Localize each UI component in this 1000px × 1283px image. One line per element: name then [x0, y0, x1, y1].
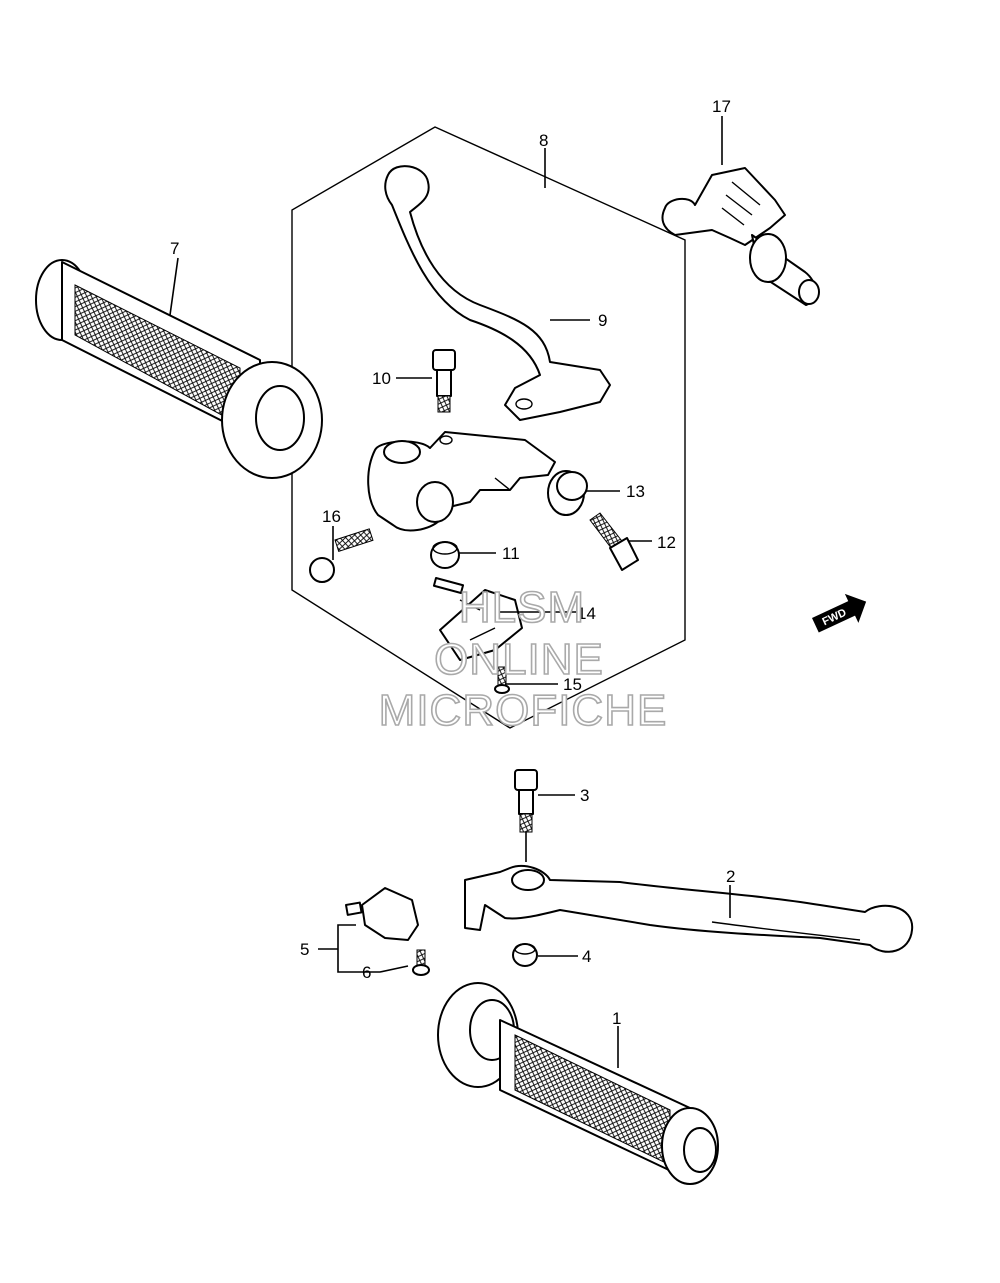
screw-6 — [412, 949, 430, 976]
callout-10: 10 — [372, 369, 391, 388]
adjuster-13 — [547, 470, 588, 516]
callout-15: 15 — [563, 675, 582, 694]
callout-7: 7 — [170, 239, 179, 258]
assembly-8-outline — [291, 126, 686, 729]
switch-14 — [432, 576, 523, 661]
watermark-line-2: ONLINE — [434, 635, 604, 684]
screw-15 — [494, 666, 510, 694]
hot-start-lever-17 — [661, 167, 820, 306]
clutch-lever-9 — [384, 165, 611, 421]
leader-lines — [169, 116, 731, 1068]
left-grip-7 — [35, 259, 323, 479]
callout-4: 4 — [582, 947, 591, 966]
callout-2: 2 — [726, 867, 735, 886]
callout-1: 1 — [612, 1009, 621, 1028]
callout-3: 3 — [580, 786, 589, 805]
right-grip-1 — [437, 982, 719, 1185]
bolt-16 — [309, 528, 374, 583]
nut-4 — [512, 943, 538, 967]
callout-16: 16 — [322, 507, 341, 526]
brake-switch-5 — [345, 887, 419, 941]
watermark: HLSM ONLINE MICROFICHE — [378, 582, 668, 736]
callout-12: 12 — [657, 533, 676, 552]
bolt-10 — [432, 349, 456, 413]
callout-13: 13 — [626, 482, 645, 501]
bolt-3 — [514, 769, 538, 862]
fwd-arrow-icon: FWD — [812, 593, 867, 633]
nut-11 — [430, 541, 460, 569]
adjuster-bolt-12 — [589, 512, 639, 571]
callout-labels: 1 2 3 4 5 6 7 8 9 10 11 12 13 14 15 16 1… — [170, 97, 735, 1028]
callout-5: 5 — [300, 940, 309, 959]
watermark-line-3: MICROFICHE — [379, 686, 668, 735]
watermark-line-1: HLSM — [459, 583, 585, 632]
brake-lever-2 — [464, 864, 914, 953]
callout-9: 9 — [598, 311, 607, 330]
callout-14: 14 — [577, 604, 596, 623]
callout-6: 6 — [362, 963, 371, 982]
lever-holder — [367, 431, 556, 532]
callout-8: 8 — [539, 131, 548, 150]
callout-17: 17 — [712, 97, 731, 116]
callout-11: 11 — [502, 544, 520, 563]
